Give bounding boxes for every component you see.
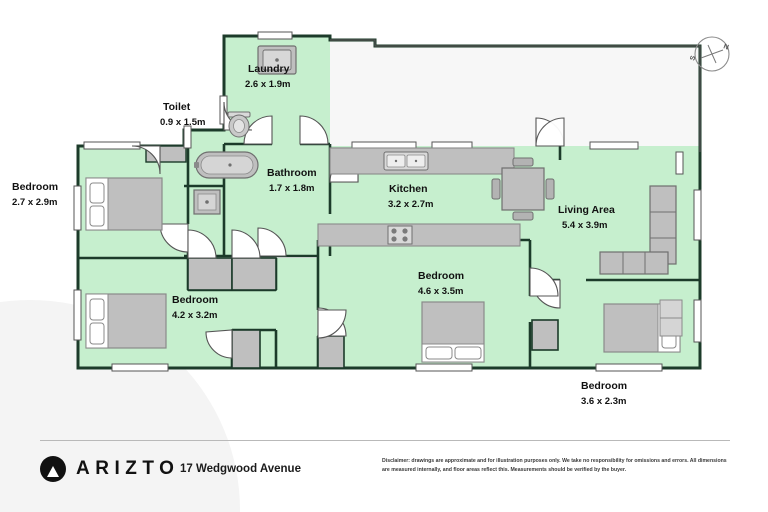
page-footer: ARIZTO 17 Wedgwood Avenue [0,430,768,512]
bed-icon [421,301,485,363]
room-dim-bathroom: 1.7 x 1.8m [269,183,314,194]
room-label-bedroom-left-top: Bedroom [12,181,58,193]
bed-icon [85,293,167,349]
arizto-mountain-circle-icon [40,456,66,482]
door-wardrobe-b[interactable] [231,229,261,259]
disclaimer-text: Disclaimer: drawings are approximate and… [382,458,727,474]
room-dim-bedroom-left-top: 2.7 x 2.9m [12,197,57,208]
compass-south-label: S [689,55,697,62]
window [257,31,293,40]
bathtub-icon [194,151,259,179]
sofa-icon [649,185,677,265]
room-dim-kitchen: 3.2 x 2.7m [388,199,433,210]
door-bathroom[interactable] [257,227,287,257]
cooktop-icon [387,225,413,245]
room-dim-living: 5.4 x 3.9m [562,220,607,231]
door-hall-upper[interactable] [131,145,161,175]
room-label-living: Living Area [558,204,615,216]
bed-icon [85,177,163,231]
room-label-kitchen: Kitchen [389,183,428,195]
door-bedroom-center[interactable] [317,309,347,339]
windows [73,31,702,372]
laundry-tub-icon [257,45,297,75]
room-label-bedroom-left-bottom: Bedroom [172,294,218,306]
brand-name: ARIZTO [76,458,180,479]
window [589,141,639,150]
wardrobe-right-bedroom [659,299,683,337]
deck-outline [330,39,701,152]
brand-lockup: ARIZTO [40,456,179,482]
compass-north-icon: N S [689,36,730,72]
compass-north-label: N [722,43,729,51]
room-label-toilet: Toilet [163,101,191,113]
property-address: 17 Wedgwood Avenue [180,463,301,475]
floor-plan-drawing: Bedroom 2.7 x 2.9m Bedroom 4.2 x 3.2m To… [12,31,730,407]
room-label-laundry: Laundry [248,63,290,75]
sink-double-icon [383,151,429,171]
room-dim-laundry: 2.6 x 1.9m [245,79,290,90]
shower-icon [193,189,221,215]
room-dim-bedroom-left-bottom: 4.2 x 3.2m [172,310,217,321]
room-dim-bedroom-right: 3.6 x 2.3m [581,396,626,407]
window [73,185,82,231]
window [73,289,82,341]
sofa-icon [599,251,669,275]
window [183,125,192,149]
dining-table-icon [491,157,555,221]
window [595,363,663,372]
window [693,299,702,343]
window [415,363,473,372]
door-center-to-living[interactable] [529,267,559,297]
kitchen-bench-lower [317,223,521,247]
room-label-bedroom-center: Bedroom [418,270,464,282]
room-dim-bedroom-center: 4.6 x 3.5m [418,286,463,297]
toilet-icon [227,111,251,138]
door-laundry[interactable] [299,115,329,145]
window [693,189,702,241]
room-dim-toilet: 0.9 x 1.5m [160,117,205,128]
door-bedroom-left-bottom[interactable] [205,329,233,359]
room-label-bathroom: Bathroom [267,167,317,179]
room-label-bedroom-right: Bedroom [581,380,627,392]
doors [131,101,565,359]
footer-divider [40,440,730,441]
room-labels: Bedroom 2.7 x 2.9m Bedroom 4.2 x 3.2m To… [12,63,627,407]
window [675,151,684,175]
outdoor-deck-area [330,40,700,152]
window [111,363,169,372]
door-french-right[interactable] [535,117,565,147]
door-laundry-inner[interactable] [243,115,273,145]
window [83,141,141,150]
door-wardrobe-a[interactable] [187,229,217,259]
